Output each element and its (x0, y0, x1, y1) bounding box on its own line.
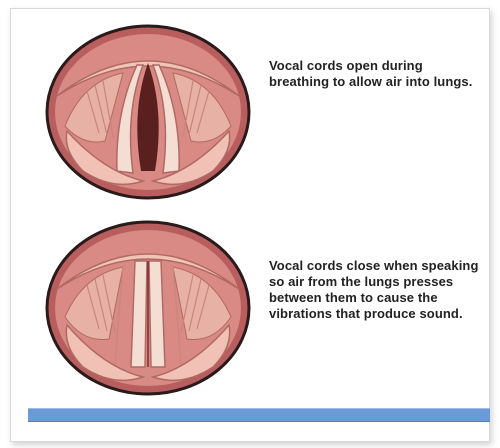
footer-band (28, 408, 490, 422)
vocal-cords-closed-illustration (43, 217, 253, 399)
caption-open: Vocal cords open during breathing to all… (269, 58, 484, 90)
vocal-cords-open-illustration (43, 21, 253, 203)
caption-closed: Vocal cords close when speaking so air f… (269, 258, 484, 322)
figure-frame: Vocal cords open during breathing to all… (10, 8, 490, 442)
